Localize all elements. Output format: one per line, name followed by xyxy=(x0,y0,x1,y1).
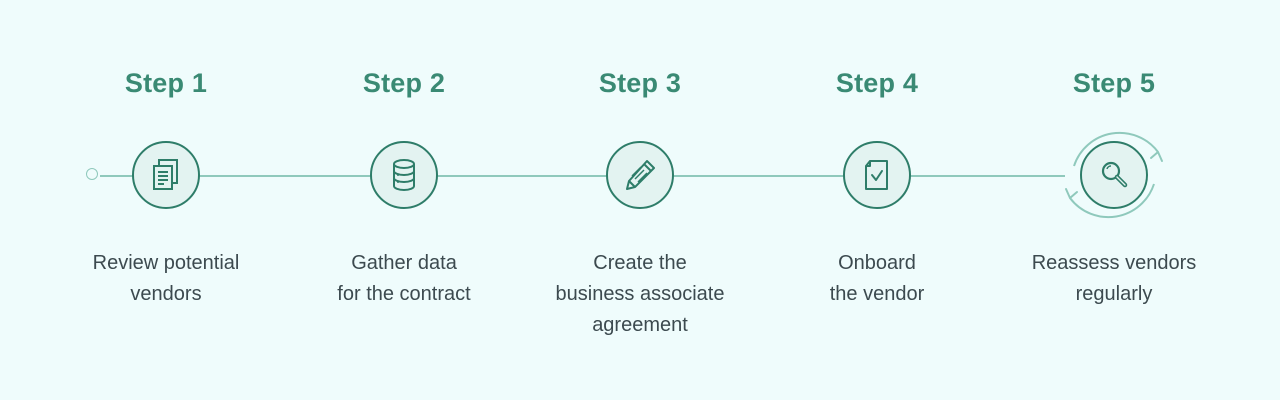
step-title: Step 4 xyxy=(835,68,919,98)
magnifier-icon xyxy=(1101,161,1128,188)
step-caption: Review potential vendors xyxy=(46,248,286,310)
step-caption: Create the business associate agreement xyxy=(520,248,760,341)
step-icon-circle xyxy=(843,141,911,209)
step-icon-circle xyxy=(132,141,200,209)
step-icon-circle xyxy=(370,141,438,209)
database-icon xyxy=(393,159,415,191)
caption-line: the vendor xyxy=(829,283,925,305)
caption-line: Onboard xyxy=(838,252,916,274)
pencil-icon xyxy=(626,160,655,190)
step-caption: Onboard the vendor xyxy=(757,248,997,310)
step-title: Step 5 xyxy=(1072,68,1156,98)
caption-line: agreement xyxy=(592,314,688,336)
caption-line: business associate xyxy=(555,283,725,305)
caption-line: Gather data xyxy=(351,252,457,274)
document-check-icon xyxy=(865,160,888,190)
caption-line: for the contract xyxy=(337,283,471,305)
caption-line: Reassess vendors xyxy=(1031,252,1197,274)
caption-line: Create the xyxy=(593,252,687,274)
caption-line: vendors xyxy=(130,283,202,305)
cycle-arrows-icon xyxy=(1065,131,1163,219)
step-title: Step 3 xyxy=(598,68,682,98)
caption-line: regularly xyxy=(1075,283,1153,305)
step-caption: Reassess vendors regularly xyxy=(994,248,1234,310)
step-title: Step 1 xyxy=(124,68,208,98)
timeline-start-dot xyxy=(86,168,98,180)
step-caption: Gather data for the contract xyxy=(284,248,524,310)
step-icon-circle xyxy=(606,141,674,209)
timeline-line xyxy=(100,175,1065,177)
documents-icon xyxy=(153,159,178,190)
step-icon-circle xyxy=(1080,141,1148,209)
caption-line: Review potential xyxy=(92,252,240,274)
step-title: Step 2 xyxy=(362,68,446,98)
